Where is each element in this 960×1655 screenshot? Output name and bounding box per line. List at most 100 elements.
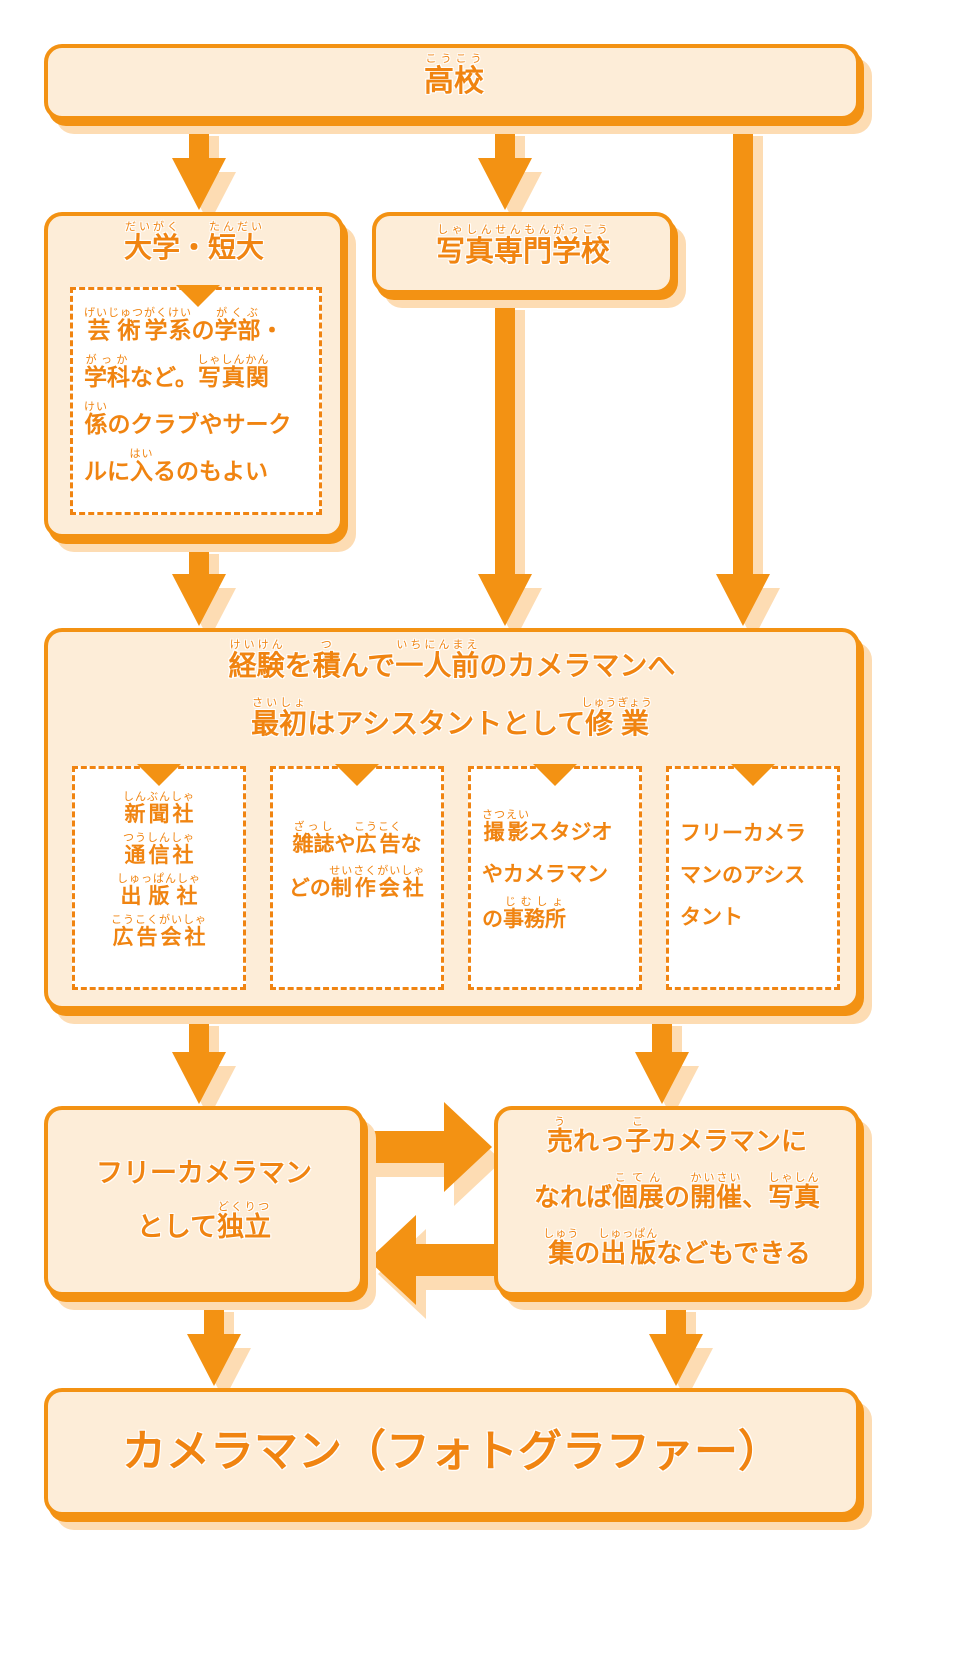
ruby-word: 制作会社せいさくがいしゃ <box>329 864 425 900</box>
text-line: なれば個展こてんの開催かいさい、写真しゃしん <box>494 1170 860 1226</box>
furigana: つ <box>312 638 341 651</box>
arrow-down-icon <box>731 764 775 786</box>
text-segment: カメラマンに <box>651 1127 808 1157</box>
text-segment: の <box>574 1239 601 1269</box>
node-photo-school <box>372 212 674 294</box>
ruby-base: 写真専門学校 <box>435 234 610 268</box>
ruby-word: 写真関しゃしんかん <box>197 353 269 391</box>
text-segment: や <box>334 832 356 856</box>
ruby-base: 経験 <box>228 649 285 682</box>
node-high-school-label: 高校こうこう <box>44 52 864 110</box>
text-segment: などもできる <box>656 1239 811 1269</box>
arrow-experience-to-freelance <box>172 1012 226 1104</box>
text-line: 学科がっかなど。写真関しゃしんかん <box>84 353 312 400</box>
ruby-word: 集しゅう <box>543 1227 579 1269</box>
ruby-base: 出版社 <box>117 884 201 908</box>
node-goal-label: カメラマン（フォトグラファー） <box>44 1418 860 1486</box>
ruby-base: 事務所 <box>503 907 566 931</box>
furigana: せいさくがいしゃ <box>329 864 426 877</box>
furigana: こ <box>625 1115 651 1128</box>
option-1-text: 新聞社しんぶんしゃ通信社つうしんしゃ出版社しゅっぱんしゃ広告会社こうこくがいしゃ <box>72 790 246 954</box>
ruby-word: 広告会社こうこくがいしゃ <box>111 913 207 949</box>
ruby-base: 高校 <box>424 64 484 99</box>
text-line: 芸術げいじゅつ学系がくけいの学部がくぶ・ <box>84 306 312 353</box>
text-line: タント <box>680 896 840 938</box>
text-segment: ・ <box>260 318 284 344</box>
furigana: こうこくがいしゃ <box>111 913 207 926</box>
furigana: さつえい <box>482 808 530 821</box>
ruby-word: 写真しゃしん <box>768 1171 820 1213</box>
text-segment: はアシスタントとして <box>307 707 586 740</box>
text-segment: マンのアシス <box>680 863 806 887</box>
ruby-word: 入はい <box>130 447 154 485</box>
text-line: フリーカメラ <box>680 812 840 854</box>
furigana: かいさい <box>690 1171 743 1184</box>
ruby-base: 通信社 <box>123 843 195 867</box>
text-line: どの制作会社せいさくがいしゃ <box>270 864 444 908</box>
node-high-school <box>44 44 860 120</box>
ruby-word: 通信社つうしんしゃ <box>123 831 195 867</box>
furigana: こうこう <box>424 52 484 65</box>
furigana: こうこく <box>354 820 402 833</box>
ruby-word: 独立どくりつ <box>217 1200 272 1243</box>
furigana: しゅっぱん <box>598 1227 659 1240</box>
furigana: けい <box>84 400 108 413</box>
text-segment: どの <box>288 876 331 900</box>
arrow-university-to-experience <box>172 540 226 626</box>
arrow-highschool-to-experience <box>716 122 770 626</box>
ruby-base: 学部 <box>214 318 261 344</box>
furigana: こてん <box>611 1171 664 1184</box>
option-box-2 <box>270 766 444 990</box>
ruby-word: 学系がくけい <box>144 306 192 344</box>
text-line: やカメラマン <box>482 853 642 895</box>
ruby-word: 係けい <box>84 400 108 438</box>
ruby-word: 学部がくぶ <box>214 306 261 344</box>
ruby-base: 積 <box>312 649 341 682</box>
arrow-highschool-to-university <box>172 122 226 210</box>
ruby-word: 経験けいけん <box>228 638 285 682</box>
text-segment: ルに <box>84 459 130 485</box>
text-line: 新聞社しんぶんしゃ <box>72 790 246 831</box>
ruby-word: 子こ <box>625 1115 652 1157</box>
ruby-word: 撮影さつえい <box>482 808 530 844</box>
furigana: さいしょ <box>251 696 308 709</box>
option-box-3 <box>468 766 642 990</box>
text-line: 撮影さつえいスタジオ <box>482 808 642 853</box>
furigana: たんだい <box>208 220 265 233</box>
arrow-down-icon <box>533 764 577 786</box>
text-line: 係けいのクラブやサーク <box>84 400 312 447</box>
ruby-base: 大学 <box>123 231 180 264</box>
ruby-word: 売う <box>547 1115 573 1157</box>
node-photo-school-label: 写真専門学校しゃしんせんもんがっこう <box>372 222 674 280</box>
text-line: フリーカメラマン <box>44 1148 364 1200</box>
text-line: 雑誌ざっしや広告こうこくな <box>270 820 444 864</box>
text-segment: の <box>663 1183 690 1213</box>
ruby-word: 開催かいさい <box>690 1171 742 1213</box>
ruby-word: 修業しゅうぎょう <box>581 696 652 740</box>
text-segment: んで <box>340 649 396 682</box>
furigana: げいじゅつ <box>84 306 144 319</box>
node-goal <box>44 1388 860 1516</box>
text-line: マンのアシス <box>680 854 840 896</box>
ruby-word: 新聞社しんぶんしゃ <box>123 790 195 826</box>
furigana: しゅう <box>543 1227 580 1240</box>
furigana: がっか <box>84 353 130 366</box>
ruby-word: 高校こうこう <box>424 52 484 99</box>
ruby-base: 広告会社 <box>111 925 207 949</box>
ruby-base: 子 <box>625 1127 652 1157</box>
university-note: 芸術げいじゅつ学系がくけいの学部がくぶ・学科がっかなど。写真関しゃしんかん係けい… <box>84 306 312 494</box>
text-segment: として <box>136 1212 218 1243</box>
ruby-base: 独立 <box>217 1212 272 1243</box>
ruby-word: 広告こうこく <box>354 820 402 856</box>
text-segment: フリーカメラマン <box>96 1158 312 1189</box>
text-segment: るのもよい <box>153 459 268 485</box>
node-experience-line1: 経験けいけんを積つんで一人前いちにんまえのカメラマンへ <box>44 638 860 692</box>
furigana: けいけん <box>228 638 285 651</box>
ruby-base: 新聞社 <box>123 802 195 826</box>
node-freelance-label: フリーカメラマンとして独立どくりつ <box>44 1148 364 1254</box>
furigana: ざっし <box>292 820 335 833</box>
text-segment: カメラマン（フォトグラファー） <box>122 1426 782 1477</box>
ruby-base: 係 <box>84 412 108 438</box>
text-line: 出版社しゅっぱんしゃ <box>72 872 246 913</box>
ruby-base: 学科 <box>84 365 130 391</box>
